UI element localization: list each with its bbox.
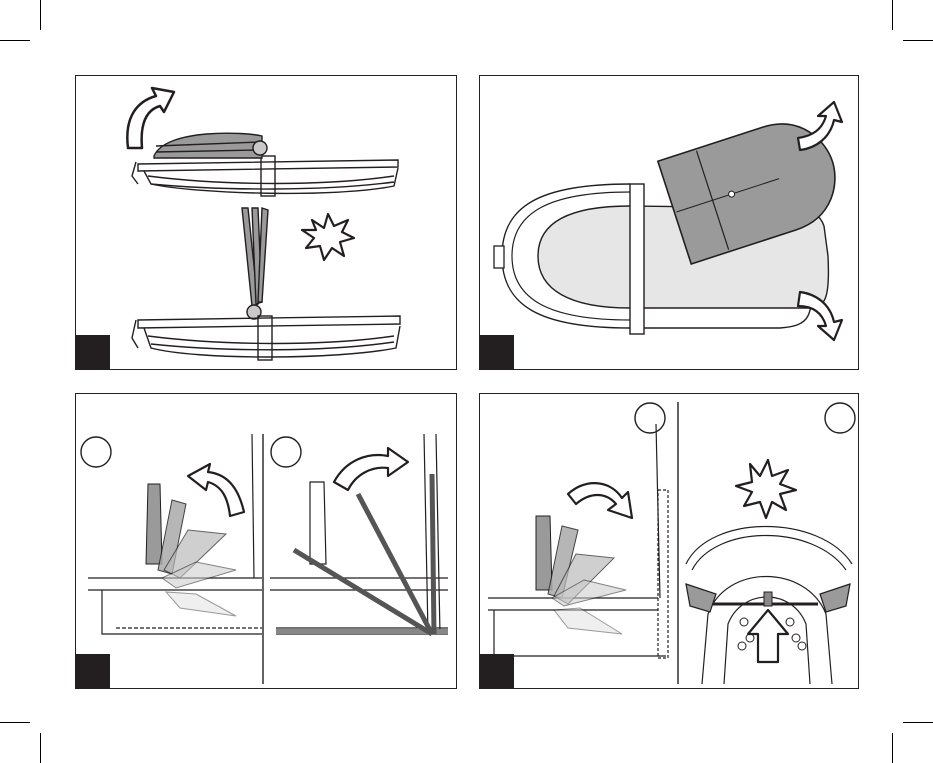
step-number-box [76, 654, 110, 688]
instruction-panel-canopy-top-view [479, 75, 859, 370]
step-number-box [480, 335, 514, 369]
crop-mark [892, 733, 893, 763]
curved-arrow-icon [798, 292, 842, 340]
instruction-panel-canopy-lock [479, 393, 859, 689]
canopy-positions-illustration [76, 394, 457, 689]
canopy-lock-illustration [480, 394, 859, 689]
sub-step-circle [81, 437, 111, 467]
carrycot-top-view-illustration [480, 76, 859, 370]
crop-mark [40, 0, 41, 30]
canopy-position-ghost [536, 516, 626, 634]
canopy-position-ghost [146, 484, 236, 616]
click-burst-icon [302, 214, 354, 260]
carrycot-upper [132, 156, 398, 196]
curved-arrow-icon [568, 483, 632, 518]
raised-canopy [242, 208, 268, 319]
crop-mark [0, 722, 30, 723]
crop-mark [903, 40, 933, 41]
step-number-box [480, 654, 514, 688]
step-number-box [76, 335, 110, 369]
canopy-raise-illustration [76, 76, 457, 370]
crop-mark [0, 40, 30, 41]
crop-mark [40, 733, 41, 763]
carrycot-lower [132, 316, 400, 360]
curved-arrow-icon [127, 88, 174, 148]
instruction-panel-canopy-positions [75, 393, 457, 689]
sub-step-circle [271, 437, 301, 467]
instruction-panel-canopy-raise [75, 75, 457, 370]
sub-step-circle [825, 403, 855, 433]
curved-arrow-icon [188, 464, 244, 516]
crop-mark [892, 0, 893, 30]
curved-arrow-icon [798, 102, 842, 150]
curved-arrow-icon [334, 448, 408, 490]
crop-mark [903, 722, 933, 723]
sub-step-circle [635, 403, 665, 433]
folded-canopy [154, 133, 267, 158]
carry-handle [630, 184, 644, 334]
click-burst-icon [736, 460, 796, 518]
